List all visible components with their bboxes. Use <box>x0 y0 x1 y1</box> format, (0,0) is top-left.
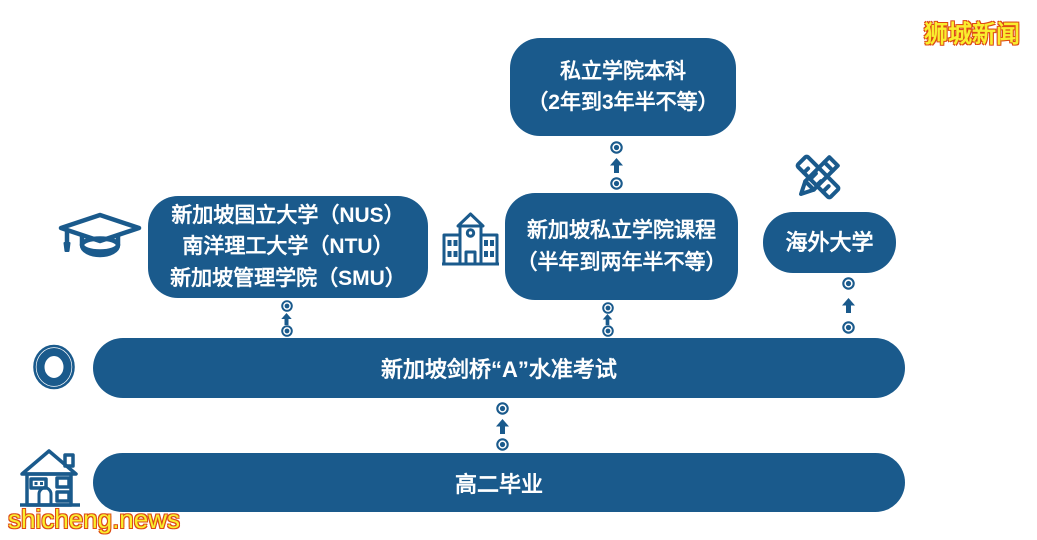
dot-ring-icon <box>842 277 855 290</box>
connector-private-college-to-private-bachelor <box>610 141 623 190</box>
node-private-college: 新加坡私立学院课程 （半年到两年半不等） <box>505 193 738 300</box>
arrow-up-icon <box>602 314 613 325</box>
connector-alevel-to-private-college <box>601 302 614 337</box>
dot-ring-icon <box>280 300 293 312</box>
node-senior-two-label: 高二毕业 <box>454 471 543 497</box>
dot-ring-icon <box>496 402 509 415</box>
connector-alevel-to-overseas-university <box>842 277 855 334</box>
node-senior-two: 高二毕业 <box>93 453 905 512</box>
node-private-college-line1: 新加坡私立学院课程 <box>527 219 716 242</box>
house-icon <box>19 447 84 508</box>
dot-ring-icon <box>280 325 293 337</box>
node-overseas-university: 海外大学 <box>763 212 896 273</box>
dot-ring-icon <box>610 177 623 190</box>
node-private-bachelor: 私立学院本科 （2年到3年半不等） <box>510 38 736 136</box>
arrow-up-icon <box>496 419 509 434</box>
node-overseas-university-line1: 海外大学 <box>785 230 874 255</box>
pencil-and-ruler-icon <box>790 149 846 205</box>
node-public-universities: 新加坡国立大学（NUS） 南洋理工大学（NTU） 新加坡管理学院（SMU） <box>148 196 428 298</box>
node-public-universities-line1: 新加坡国立大学（NUS） <box>171 203 405 227</box>
arrow-up-icon <box>281 312 292 325</box>
dot-ring-icon <box>842 321 855 334</box>
node-private-bachelor-line1: 私立学院本科 <box>560 59 686 83</box>
node-private-college-line2: （半年到两年半不等） <box>516 250 727 274</box>
arrow-up-icon <box>842 298 855 313</box>
site-watermark-top-right: 狮城新闻 <box>924 21 1020 48</box>
letter-o-ring-icon <box>32 344 76 390</box>
arrow-up-icon <box>610 158 623 173</box>
dot-ring-icon <box>496 438 509 451</box>
school-building-icon <box>441 211 500 267</box>
node-public-universities-line2: 南洋理工大学（NTU） <box>182 235 394 259</box>
node-alevel-exam: 新加坡剑桥“A”水准考试 <box>93 338 905 398</box>
node-public-universities-line3: 新加坡管理学院（SMU） <box>170 266 406 290</box>
connector-senior-two-to-alevel <box>496 402 509 451</box>
dot-ring-icon <box>610 141 623 154</box>
connector-alevel-to-public-universities <box>280 300 293 337</box>
node-private-bachelor-line2: （2年到3年半不等） <box>527 91 719 114</box>
dot-ring-icon <box>601 325 614 337</box>
dot-ring-icon <box>601 302 614 314</box>
graduation-cap-icon <box>58 212 142 268</box>
node-alevel-exam-label: 新加坡剑桥“A”水准考试 <box>381 357 617 382</box>
